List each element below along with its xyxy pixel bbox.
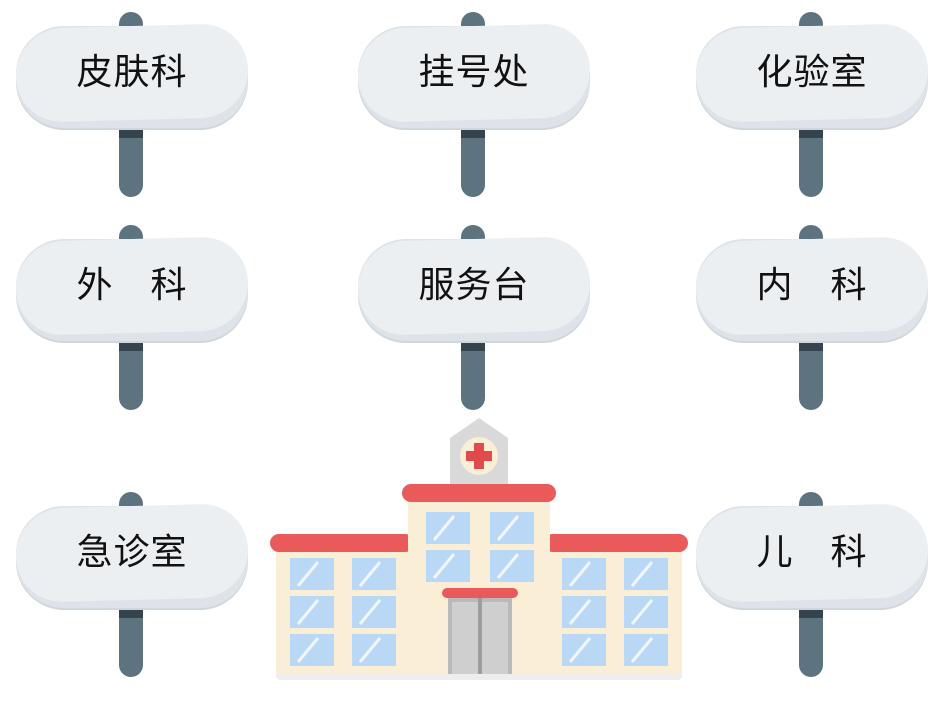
door-divider — [478, 598, 482, 674]
sign-label: 内 科 — [756, 265, 868, 306]
sign-service-desk: 服务台 — [358, 225, 590, 410]
sign-label: 儿 科 — [756, 532, 868, 573]
sign-label: 挂号处 — [418, 52, 530, 93]
sign-dermatology: 皮肤科 — [16, 12, 248, 197]
sign-surgery: 外 科 — [16, 225, 248, 410]
sign-board — [696, 22, 928, 128]
cross-icon — [466, 443, 492, 469]
left-wing-roof — [270, 534, 414, 552]
sign-laboratory: 化验室 — [696, 12, 928, 197]
left-wing-windows — [290, 558, 396, 666]
hospital-illustration — [270, 418, 688, 680]
sign-board — [16, 502, 248, 608]
sign-board — [16, 235, 248, 341]
right-wing-windows — [562, 558, 668, 666]
sign-label: 皮肤科 — [76, 52, 188, 93]
door-right-panel — [482, 602, 508, 674]
door-left-panel — [452, 602, 478, 674]
sign-label: 服务台 — [418, 265, 530, 306]
sign-board — [696, 502, 928, 608]
sign-label: 外 科 — [76, 265, 188, 306]
sign-board — [696, 235, 928, 341]
sign-internal-medicine: 内 科 — [696, 225, 928, 410]
sign-label: 急诊室 — [76, 532, 188, 573]
central-roof — [402, 484, 556, 502]
sign-board — [358, 22, 590, 128]
sign-board — [16, 22, 248, 128]
sign-board — [358, 235, 590, 341]
sign-label: 化验室 — [756, 52, 868, 93]
sign-pediatrics: 儿 科 — [696, 492, 928, 677]
sign-emergency: 急诊室 — [16, 492, 248, 677]
right-wing-roof — [544, 534, 688, 552]
central-windows — [426, 512, 534, 582]
sign-registration: 挂号处 — [358, 12, 590, 197]
door-awning — [442, 588, 518, 598]
